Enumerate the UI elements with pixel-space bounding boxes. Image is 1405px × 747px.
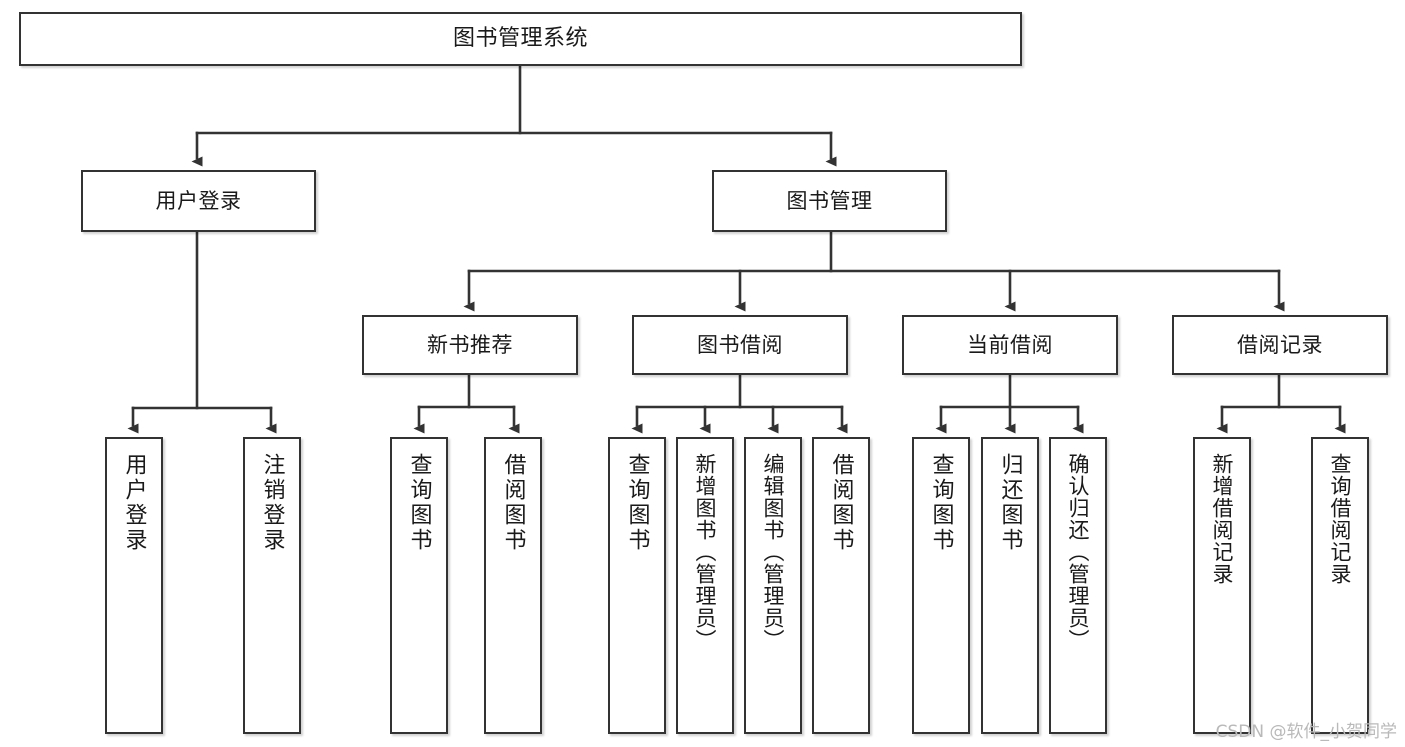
node-label: 查询图书 <box>624 453 650 553</box>
node-leaf-query-book-2[interactable]: 查询图书 <box>608 437 666 734</box>
node-label: 借阅图书 <box>828 453 854 553</box>
node-label: 图书管理系统 <box>452 26 588 52</box>
node-label: 图书管理 <box>786 188 873 213</box>
node-label: 新增借阅记录 <box>1210 453 1235 585</box>
node-leaf-query-book-1[interactable]: 查询图书 <box>390 437 448 734</box>
node-leaf-borrow-book-1[interactable]: 借阅图书 <box>484 437 542 734</box>
node-label: 查询图书 <box>406 453 432 553</box>
node-label: 借阅记录 <box>1237 332 1323 357</box>
node-leaf-edit-book[interactable]: 编辑图书（管理员） <box>744 437 802 734</box>
node-borrow-record[interactable]: 借阅记录 <box>1172 315 1388 375</box>
node-label: 归还图书 <box>997 453 1023 553</box>
node-label: 查询借阅记录 <box>1328 453 1353 585</box>
node-book-borrow[interactable]: 图书借阅 <box>632 315 848 375</box>
node-label: 确认归还（管理员） <box>1066 453 1091 651</box>
node-leaf-logout[interactable]: 注销登录 <box>243 437 301 734</box>
node-leaf-user-login[interactable]: 用户登录 <box>105 437 163 734</box>
node-leaf-add-borrow-record[interactable]: 新增借阅记录 <box>1193 437 1251 734</box>
node-leaf-return-book[interactable]: 归还图书 <box>981 437 1039 734</box>
node-leaf-confirm-return[interactable]: 确认归还（管理员） <box>1049 437 1107 734</box>
node-current-borrow[interactable]: 当前借阅 <box>902 315 1118 375</box>
node-leaf-query-borrow-record[interactable]: 查询借阅记录 <box>1311 437 1369 734</box>
node-user-login[interactable]: 用户登录 <box>81 170 316 232</box>
node-label: 用户登录 <box>121 453 147 553</box>
node-label: 新增图书（管理员） <box>693 453 718 651</box>
node-leaf-borrow-book-2[interactable]: 借阅图书 <box>812 437 870 734</box>
node-label: 用户登录 <box>155 188 242 213</box>
node-label: 当前借阅 <box>967 332 1053 357</box>
node-label: 借阅图书 <box>500 453 526 553</box>
node-root-book-management-system[interactable]: 图书管理系统 <box>19 12 1022 66</box>
node-label: 图书借阅 <box>697 332 783 357</box>
node-label: 查询图书 <box>928 453 954 553</box>
node-leaf-query-book-3[interactable]: 查询图书 <box>912 437 970 734</box>
node-leaf-add-book[interactable]: 新增图书（管理员） <box>676 437 734 734</box>
node-new-book-recommendation[interactable]: 新书推荐 <box>362 315 578 375</box>
node-label: 注销登录 <box>259 453 285 553</box>
node-label: 新书推荐 <box>427 332 513 357</box>
watermark-text: CSDN @软件_小贺同学 <box>1215 722 1397 742</box>
node-book-management[interactable]: 图书管理 <box>712 170 947 232</box>
node-label: 编辑图书（管理员） <box>761 453 786 651</box>
